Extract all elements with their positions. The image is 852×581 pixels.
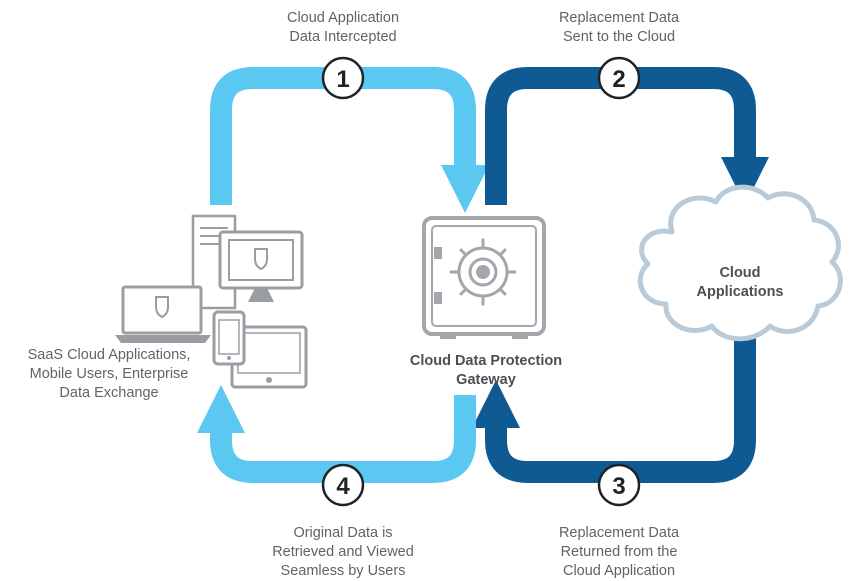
arrowhead-step-4 xyxy=(197,385,245,433)
step-badge-4: 4 xyxy=(321,463,365,507)
arrowhead-step-2 xyxy=(721,157,769,205)
caption-line: Replacement Data xyxy=(558,10,680,26)
cloud-icon xyxy=(637,184,843,342)
caption-line: Cloud Application xyxy=(562,563,676,579)
step-number-1: 1 xyxy=(336,66,349,93)
gateway-label-line: Cloud Data Protection xyxy=(409,353,563,369)
users-label-line: Data Exchange xyxy=(59,385,159,401)
cloud-label-line: Cloud xyxy=(719,265,761,281)
cloud-label-line: Applications xyxy=(696,284,784,300)
safe-icon xyxy=(422,216,546,339)
cloud-label: Cloud Applications xyxy=(680,264,800,302)
arrowhead-step-1 xyxy=(441,165,489,213)
caption-line: Returned from the xyxy=(560,544,678,560)
step-1-caption: Cloud Application Data Intercepted xyxy=(258,9,428,47)
step-badge-3: 3 xyxy=(597,463,641,507)
caption-line: Data Intercepted xyxy=(289,29,397,45)
step-number-4: 4 xyxy=(336,473,350,500)
users-label-line: Mobile Users, Enterprise xyxy=(29,366,189,382)
flow-arrow-step-4 xyxy=(210,395,476,483)
caption-line: Original Data is xyxy=(293,525,393,541)
step-badge-1: 1 xyxy=(321,56,365,100)
laptop-icon xyxy=(115,285,211,343)
step-2-caption: Replacement Data Sent to the Cloud xyxy=(534,9,704,47)
phone-icon xyxy=(212,310,246,366)
gateway-label: Cloud Data Protection Gateway xyxy=(381,352,591,390)
caption-line: Cloud Application xyxy=(286,10,400,26)
caption-line: Replacement Data xyxy=(558,525,680,541)
monitor-icon xyxy=(218,230,304,302)
tablet-icon xyxy=(230,325,308,389)
caption-line: Retrieved and Viewed xyxy=(272,544,414,560)
users-label: SaaS Cloud Applications, Mobile Users, E… xyxy=(4,346,214,403)
caption-line: Seamless by Users xyxy=(280,563,406,579)
step-3-caption: Replacement Data Returned from the Cloud… xyxy=(534,524,704,581)
users-label-line: SaaS Cloud Applications, xyxy=(27,347,191,363)
shield-icon xyxy=(155,296,169,319)
caption-line: Sent to the Cloud xyxy=(562,29,676,45)
step-badge-2: 2 xyxy=(597,56,641,100)
gateway-label-line: Gateway xyxy=(456,372,516,388)
shield-icon xyxy=(254,248,268,271)
arrowhead-step-3 xyxy=(472,380,520,428)
step-number-2: 2 xyxy=(612,66,625,93)
devices-cluster xyxy=(115,214,308,389)
step-number-3: 3 xyxy=(612,473,625,500)
step-4-caption: Original Data is Retrieved and Viewed Se… xyxy=(248,524,438,581)
